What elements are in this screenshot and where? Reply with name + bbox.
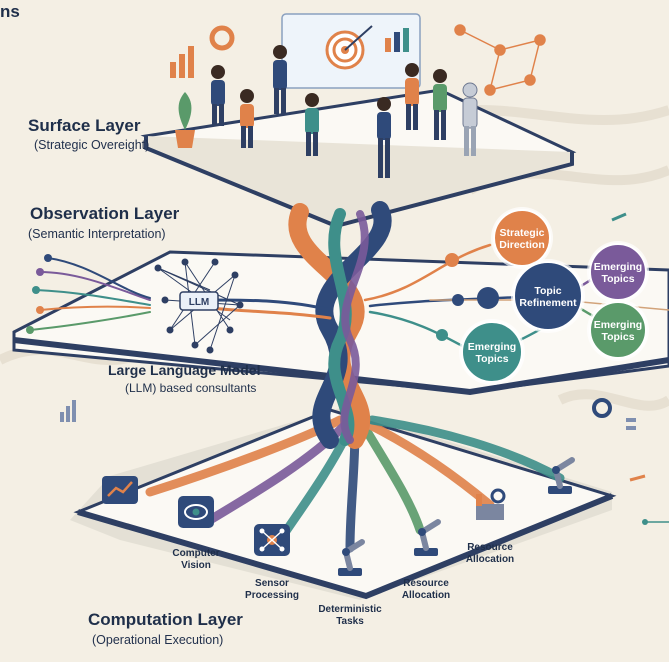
observation-layer-subtitle: (Semantic Interpretation) — [28, 227, 166, 241]
robot-arm-joint — [342, 548, 350, 556]
resource-allocation-factory-label: Allocation — [466, 554, 514, 565]
computation-layer-title: Computation Layer — [88, 610, 243, 629]
floating-bar-chart-icon — [170, 25, 235, 78]
robot-arm-right — [548, 457, 575, 494]
llm-input-strands — [26, 254, 332, 334]
network-graph-icon — [454, 24, 546, 96]
robot-arm-icon — [338, 568, 362, 576]
llm-title: Large Language Model — [108, 362, 261, 378]
llm-badge-text: LLM — [189, 297, 210, 308]
side-decorations — [60, 212, 669, 525]
deterministic-tasks-label: Deterministic — [318, 604, 382, 615]
llm-badge: LLM — [179, 291, 219, 311]
strategy-team-figures — [170, 13, 546, 178]
deterministic-tasks-label: Tasks — [336, 616, 364, 627]
topic-node-label: Emerging — [594, 319, 642, 331]
plant-icon — [175, 92, 195, 148]
topic-node-label: Topics — [601, 331, 634, 343]
sensor-processing-label: Processing — [245, 590, 299, 601]
analytics-chart — [102, 476, 138, 504]
sensor-processing-label: Sensor — [255, 578, 289, 589]
surface-layer-title: Surface Layer — [28, 116, 141, 135]
robot-arm-joint — [552, 466, 560, 474]
sensor-network-node — [279, 528, 285, 534]
topic-node-label: Topics — [475, 353, 508, 365]
robot-arm-joint — [418, 528, 426, 536]
factory-gear-icon — [476, 504, 504, 520]
computer-vision-label: Vision — [181, 560, 211, 571]
llm-subtitle: (LLM) based consultants — [125, 381, 257, 395]
robot-arm-icon — [414, 548, 438, 556]
observation-layer-title: Observation Layer — [30, 204, 180, 223]
computer-vision-label: Computer — [172, 548, 219, 559]
topic-node-label: Direction — [499, 239, 545, 251]
topic-node-label: Refinement — [519, 297, 577, 309]
gear-icon — [490, 488, 506, 504]
computation-layer-plate — [70, 408, 617, 600]
topic-node-label: Strategic — [500, 227, 545, 239]
topic-node-label: Emerging — [468, 341, 516, 353]
robot-arm-icon — [548, 486, 572, 494]
twisted-strand-rope — [288, 201, 392, 449]
topic-node-circle — [461, 321, 523, 383]
topic-nodes: StrategicDirectionTopicRefinementEmergin… — [459, 207, 649, 385]
sensor-network-node — [259, 546, 265, 552]
resource-allocation-arm-label: Resource — [403, 578, 449, 589]
eye-icon-pupil — [192, 508, 200, 516]
topic-node-label: Emerging — [594, 261, 642, 273]
corner-text: ns — [0, 2, 20, 21]
surface-layer-subtitle: (Strategic Overeight) — [34, 138, 150, 152]
presentation-board-icon — [281, 13, 421, 89]
bar-chart-trend-line — [107, 481, 133, 497]
topic-node-circle — [493, 209, 551, 267]
sensor-network-node — [259, 528, 265, 534]
topic-node-label: Topics — [601, 273, 634, 285]
topic-node-label: Topic — [534, 285, 561, 297]
person-figures — [211, 45, 478, 178]
sensor-network-node — [279, 546, 285, 552]
eye-icon-outline — [184, 504, 208, 520]
computation-layer-subtitle: (Operational Execution) — [92, 633, 224, 647]
factory-chimney — [476, 494, 482, 506]
humanoid-robot-icon — [462, 82, 478, 156]
computation-items: ComputerVisionSensorProcessingDeterminis… — [102, 457, 575, 627]
resource-allocation-factory-label: Resource — [467, 542, 513, 553]
topic-node-circle — [589, 301, 647, 359]
topic-node-circle — [513, 261, 583, 331]
resource-allocation-arm-label: Allocation — [402, 590, 450, 601]
